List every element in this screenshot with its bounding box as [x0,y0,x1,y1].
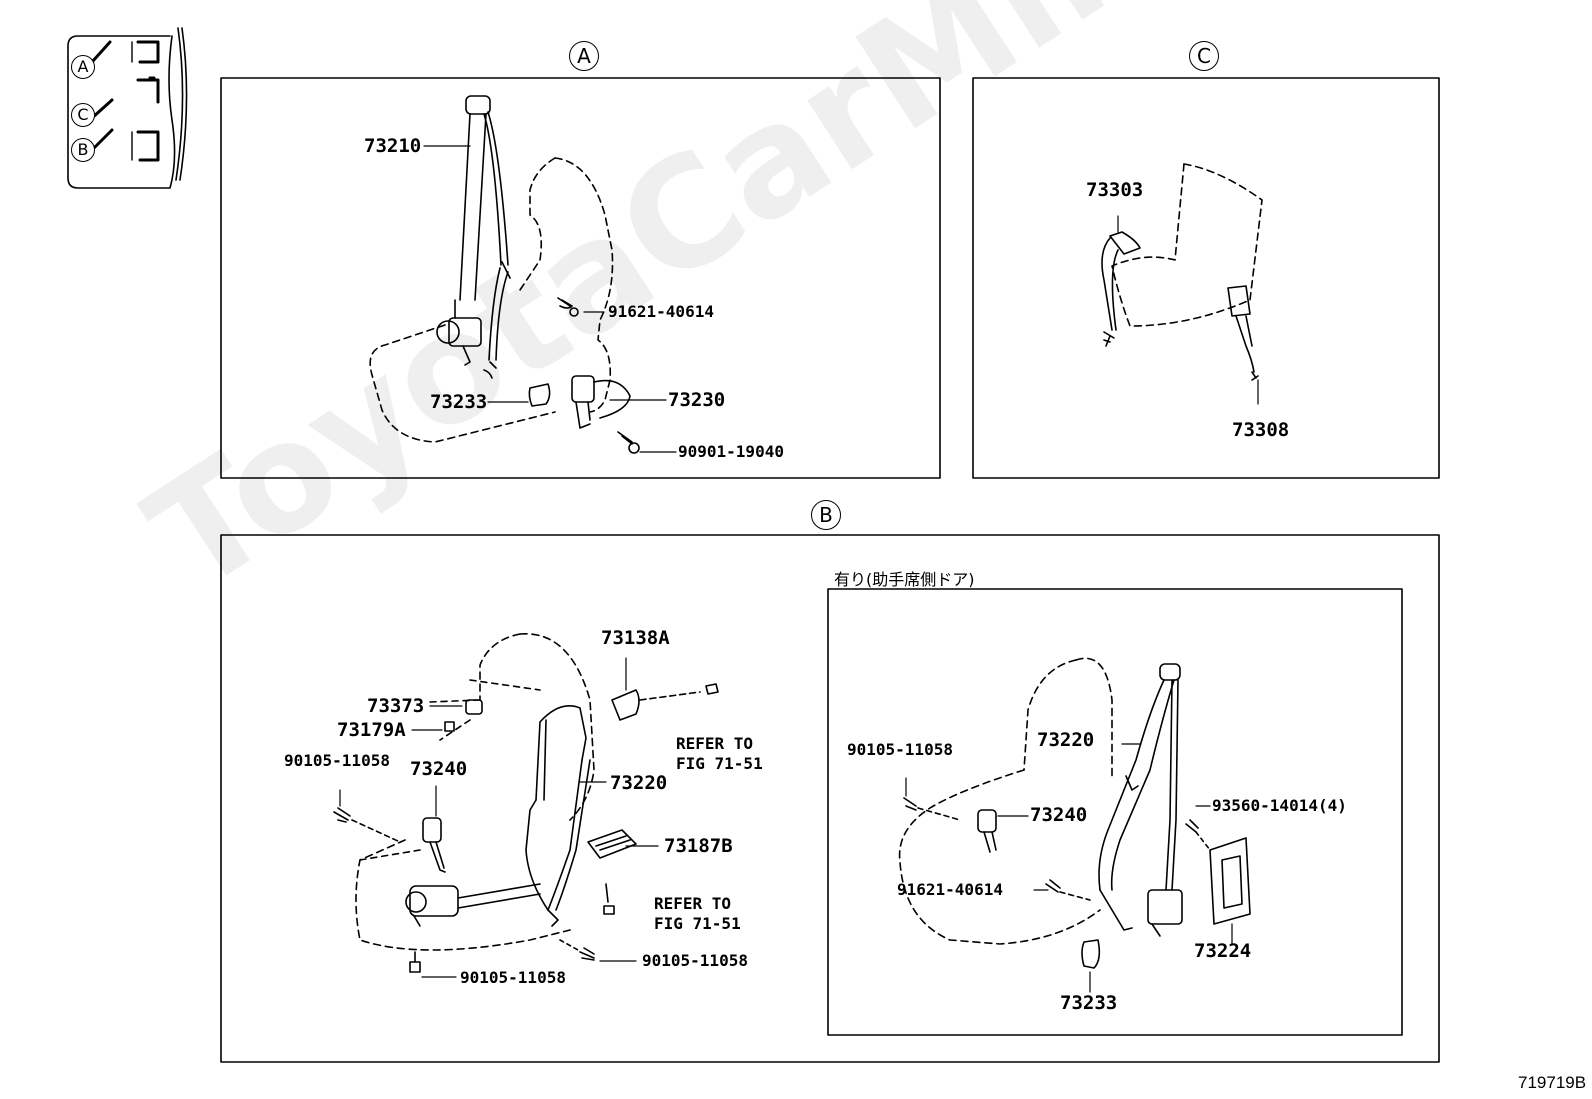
section-a-drawing [369,95,677,454]
part-label-73220: 73220 [610,772,668,794]
inset-part-label-73220: 73220 [1037,729,1095,751]
section-a-frame [220,77,941,479]
locator-map [67,27,188,189]
part-label-73187b: 73187B [664,835,733,857]
section-b-marker: B [811,500,841,530]
locator-label-a: A [71,55,95,79]
section-c-drawing [1101,163,1263,405]
section-b-left-drawing [333,633,719,978]
part-label-90901-19040: 90901-19040 [678,442,784,461]
refer-note-2-line2: FIG 71-51 [654,914,741,933]
inset-condition-label: 有り(助手席側ドア) [834,570,975,589]
inset-part-label-91621-40614: 91621-40614 [897,880,1003,899]
part-label-73308: 73308 [1232,419,1290,441]
refer-note-1: REFER TO FIG 71-51 [676,734,763,774]
inset-part-label-93560-14014: 93560-14014(4) [1212,796,1347,815]
section-b-inset-drawing [898,657,1251,993]
inset-part-label-73233: 73233 [1060,992,1118,1014]
part-label-90105-11058-c: 90105-11058 [642,951,748,970]
part-label-73210: 73210 [364,135,422,157]
section-a-marker: A [569,41,599,71]
part-label-73303: 73303 [1086,179,1144,201]
section-b-frame [220,534,1440,1063]
refer-note-1-line1: REFER TO [676,734,754,753]
part-label-90105-11058-a: 90105-11058 [284,751,390,770]
diagram-code: 719719B [1518,1073,1587,1092]
inset-part-label-73224: 73224 [1194,940,1252,962]
part-label-91621-40614: 91621-40614 [608,302,714,321]
part-label-73240: 73240 [410,758,468,780]
section-c-frame [972,77,1440,479]
locator-label-c: C [71,103,95,127]
section-c-marker: C [1189,41,1219,71]
inset-part-label-90105-11058: 90105-11058 [847,740,953,759]
locator-label-b: B [71,138,95,162]
part-label-73138a: 73138A [601,627,670,649]
section-b-inset-frame [827,588,1403,1036]
refer-note-2-line1: REFER TO [654,894,732,913]
refer-note-2: REFER TO FIG 71-51 [654,894,741,934]
part-label-90105-11058-b: 90105-11058 [460,968,566,987]
inset-part-label-73240: 73240 [1030,804,1088,826]
part-label-73233: 73233 [430,391,488,413]
part-label-73179a: 73179A [337,719,406,741]
part-label-73373: 73373 [367,695,425,717]
part-label-73230: 73230 [668,389,726,411]
refer-note-1-line2: FIG 71-51 [676,754,763,773]
